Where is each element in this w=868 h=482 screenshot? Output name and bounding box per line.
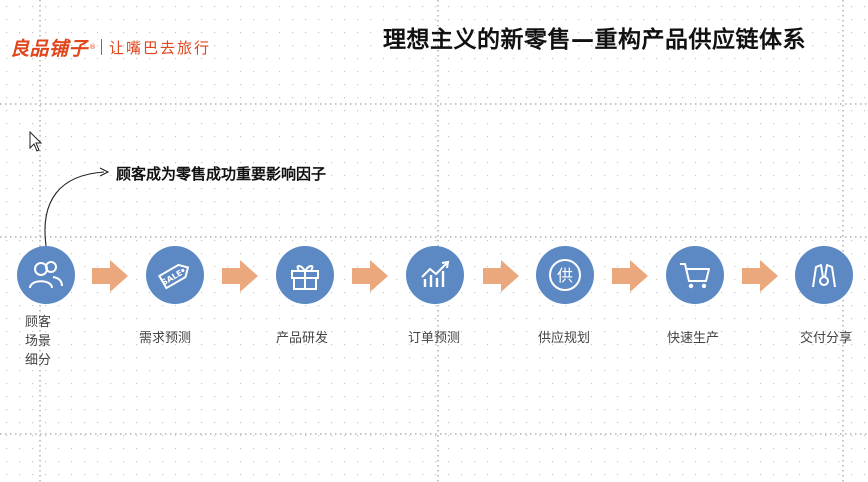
svg-text:供: 供 <box>557 266 573 285</box>
logo-brand: 良品铺子 <box>10 37 89 60</box>
logo-divider <box>101 39 103 55</box>
flow-arrow <box>92 260 128 292</box>
gift-icon <box>291 265 319 290</box>
step-label-order-forecast: 订单预测 <box>407 331 461 346</box>
step-product-rd[interactable] <box>276 246 334 304</box>
step-label-delivery-sharing: 交付分享 <box>799 331 853 346</box>
brand-logo: 良品铺子 ® 让嘴巴去旅行 <box>10 34 211 60</box>
slide-title: 理想主义的新零售—重构产品供应链体系 <box>383 27 806 53</box>
trend-chart-icon <box>421 260 450 287</box>
step-label-product-rd: 产品研发 <box>275 331 329 346</box>
step-fast-production[interactable] <box>666 246 724 304</box>
sale-tag-icon: SALE <box>158 263 190 290</box>
users-icon <box>29 261 63 289</box>
mouse-cursor-icon <box>29 131 43 152</box>
step-label-customer-segmentation: 顾客 场景 细分 <box>25 315 52 368</box>
step-label-fast-production: 快速生产 <box>666 331 720 346</box>
flow-arrow <box>742 260 778 292</box>
step-label-supply-planning: 供应规划 <box>537 331 591 346</box>
step-order-forecast[interactable] <box>406 246 464 304</box>
flow-arrow <box>612 260 648 292</box>
flow-arrow <box>222 260 258 292</box>
supply-icon: 供 <box>549 259 581 291</box>
flow-arrow <box>352 260 388 292</box>
step-delivery-sharing[interactable] <box>795 246 853 304</box>
step-customer-segmentation[interactable] <box>17 246 75 304</box>
handshake-icon <box>812 264 836 288</box>
callout-text: 顾客成为零售成功重要影响因子 <box>116 165 327 183</box>
flow-arrow <box>483 260 519 292</box>
shopping-cart-icon <box>680 263 710 289</box>
step-label-demand-forecast: 需求预测 <box>138 331 192 346</box>
step-demand-forecast[interactable]: SALE <box>146 246 204 304</box>
logo-slogan: 让嘴巴去旅行 <box>109 38 212 57</box>
step-supply-planning[interactable]: 供 <box>536 246 594 304</box>
logo-registered-mark: ® <box>89 43 97 51</box>
